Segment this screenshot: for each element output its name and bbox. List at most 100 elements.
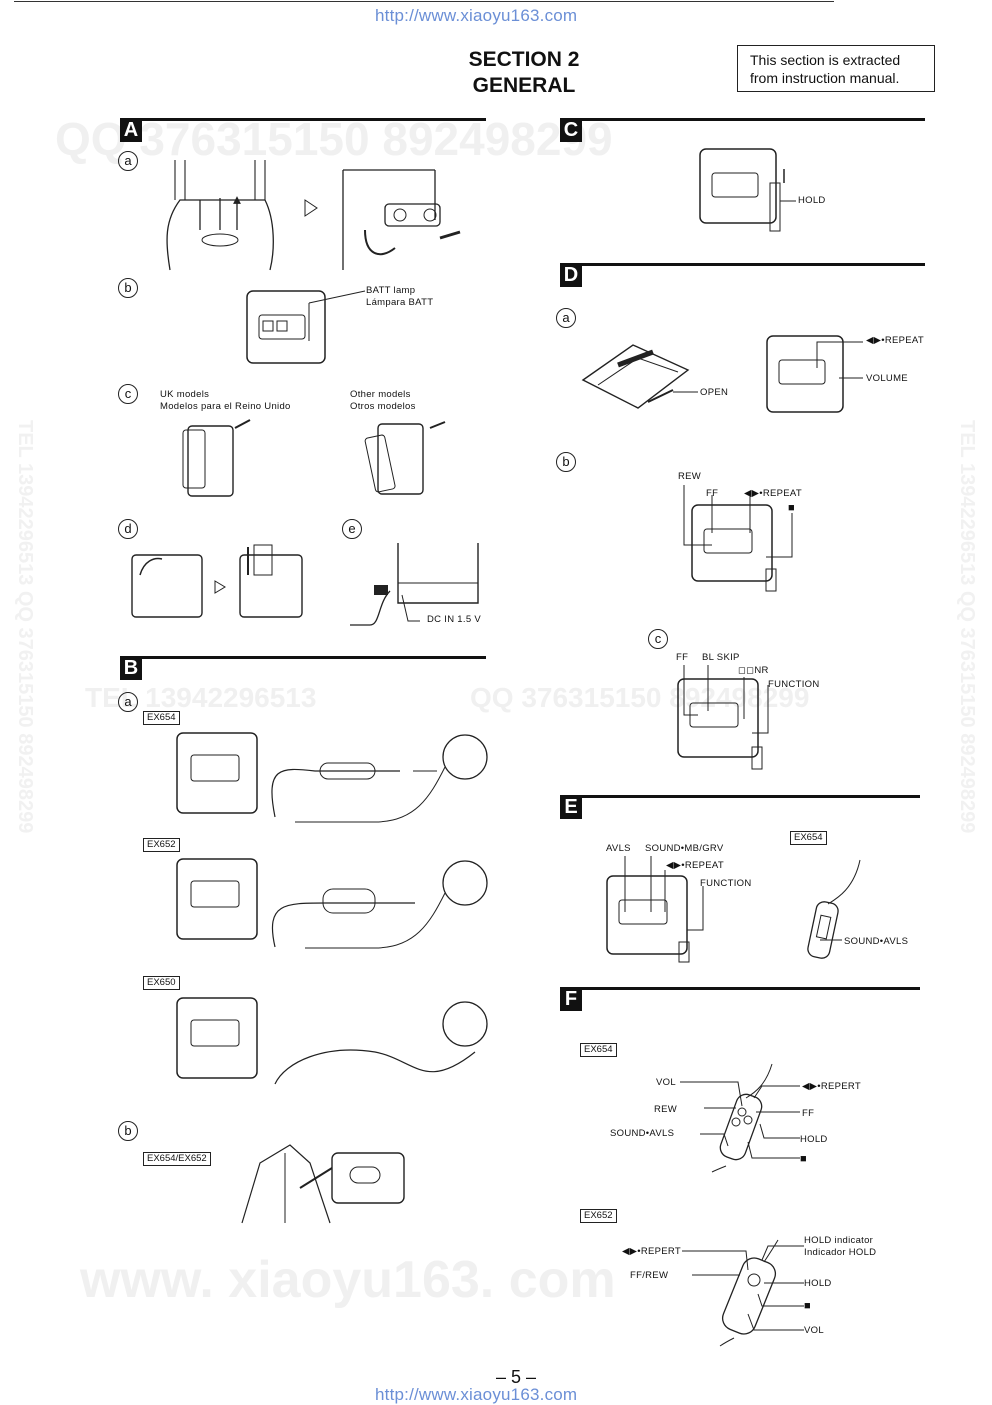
controls-player-illustration-b <box>678 485 796 593</box>
hold-indicator-label: HOLD indicator <box>804 1235 874 1246</box>
batt-lamp-label-es: Lámpara BATT <box>366 297 434 308</box>
dolby-nr-label: ◻◻NR <box>738 665 769 676</box>
watermark-www: www. xiaoyu163. com <box>80 1251 616 1309</box>
hold-label-f1: HOLD <box>800 1134 828 1145</box>
model-tag-ex652: EX652 <box>143 838 180 852</box>
hold-label: HOLD <box>798 195 826 206</box>
ex650-headphone-illustration <box>175 992 490 1097</box>
hold-player-illustration <box>698 143 798 235</box>
other-models-label-es: Otros modelos <box>350 401 416 412</box>
stop-label-f1: ■ <box>800 1153 807 1165</box>
sub-label-a-b: b <box>118 278 138 298</box>
watermark-vertical-right: TEL 13942296513 QQ 376315150 892498299 <box>956 420 978 834</box>
model-tag-f-ex652: EX652 <box>580 1209 617 1223</box>
ex654-headphone-illustration <box>175 727 490 827</box>
watermark-qq-top: QQ 376315150 892498299 <box>55 113 613 165</box>
ff-label-d-c: FF <box>676 652 689 663</box>
remote-illustration-f2 <box>682 1238 804 1346</box>
volume-label: VOLUME <box>866 373 908 384</box>
repeat-label-e: ◀▶•REPEAT <box>666 860 724 871</box>
section-badge-f: F <box>560 987 582 1011</box>
repert-label-f2: ◀▶•REPERT <box>622 1246 681 1257</box>
sub-label-b-b: b <box>118 1121 138 1141</box>
section-badge-c: C <box>560 118 582 142</box>
function-label-e: FUNCTION <box>700 878 752 889</box>
bl-skip-label: BL SKIP <box>702 652 740 663</box>
stop-label-f2: ■ <box>804 1300 811 1312</box>
watermark-qq-mid: QQ 376315150 892498299 <box>470 682 810 713</box>
watermark-vertical-left: TEL 13942296513 QQ 376315150 892498299 <box>14 420 36 834</box>
page-number: – 5 – <box>496 1367 537 1387</box>
ff-label-f1: FF <box>802 1108 815 1119</box>
section-title-line2: GENERAL <box>472 74 576 97</box>
section-title-line1: SECTION 2 <box>468 48 580 71</box>
sound-avls-player-illustration <box>605 856 705 964</box>
open-cassette-illustration <box>578 330 698 415</box>
batt-lamp-player-illustration <box>245 283 335 373</box>
sub-label-a-a: a <box>118 151 138 171</box>
section-badge-e: E <box>560 795 582 819</box>
vol-label-f1: VOL <box>656 1077 676 1088</box>
repeat-label-d-b: ◀▶•REPEAT <box>744 488 802 499</box>
section-rule-a <box>142 118 486 121</box>
model-tag-ex650: EX650 <box>143 976 180 990</box>
vol-label-f2: VOL <box>804 1325 824 1336</box>
dc-in-label: DC IN 1.5 V <box>427 614 481 625</box>
ff-rew-label: FF/REW <box>630 1270 669 1281</box>
note-line1: This section is extracted <box>750 52 901 68</box>
section-rule-e <box>582 795 920 798</box>
sound-avls-label-f1: SOUND•AVLS <box>610 1128 675 1139</box>
model-tag-e-ex654: EX654 <box>790 831 827 845</box>
repeat-volume-player-illustration <box>765 330 865 422</box>
hold-indicator-label-es: Indicador HOLD <box>804 1247 877 1258</box>
ff-label-d-b: FF <box>706 488 719 499</box>
sub-label-d-a: a <box>556 308 576 328</box>
section-rule-c <box>582 118 925 121</box>
section-badge-b: B <box>120 656 142 680</box>
rew-label-f1: REW <box>654 1104 678 1115</box>
sub-label-d-c: c <box>648 629 668 649</box>
repert-label-f1: ◀▶•REPERT <box>802 1081 861 1092</box>
top-url[interactable]: http://www.xiaoyu163.com <box>375 6 578 25</box>
repeat-label-d-a: ◀▶•REPEAT <box>866 335 924 346</box>
sound-mb-grv-label: SOUND•MB/GRV <box>645 843 724 854</box>
function-label-d-c: FUNCTION <box>768 679 820 690</box>
battery-insert-illustration <box>165 160 470 270</box>
section-rule-f <box>582 987 920 990</box>
avls-label: AVLS <box>606 843 631 854</box>
uk-models-label-es: Modelos para el Reino Unido <box>160 401 291 412</box>
stop-label-d-b: ■ <box>788 502 795 514</box>
batt-lamp-label: BATT lamp <box>366 285 416 296</box>
model-tag-ex654-ex652: EX654/EX652 <box>143 1152 211 1166</box>
battery-case-illustration <box>180 418 450 500</box>
sub-label-a-d: d <box>118 519 138 539</box>
sub-label-a-c: c <box>118 384 138 404</box>
controls-player-illustration-c <box>672 663 772 771</box>
model-tag-ex654: EX654 <box>143 711 180 725</box>
ex652-headphone-illustration <box>175 853 490 953</box>
sub-label-d-b: b <box>556 452 576 472</box>
section-badge-a: A <box>120 118 142 142</box>
bottom-url[interactable]: http://www.xiaoyu163.com <box>375 1385 578 1404</box>
note-line2: from instruction manual. <box>750 70 900 86</box>
clip-on-shirt-illustration <box>240 1143 410 1228</box>
section-badge-d: D <box>560 263 582 287</box>
dc-in-illustration <box>350 543 480 628</box>
model-tag-f-ex654: EX654 <box>580 1043 617 1057</box>
sub-label-b-a: a <box>118 692 138 712</box>
sound-avls-label-e: SOUND•AVLS <box>844 936 909 947</box>
section-rule-b <box>142 656 486 659</box>
uk-models-label: UK models <box>160 389 210 400</box>
section-title: SECTION 2 GENERAL <box>440 47 608 99</box>
battery-cover-illustration <box>130 545 305 620</box>
top-rule <box>14 1 834 2</box>
open-label: OPEN <box>700 387 729 398</box>
extract-note-box: This section is extracted from instructi… <box>737 45 935 92</box>
hold-label-f2: HOLD <box>804 1278 832 1289</box>
section-rule-d <box>582 263 925 266</box>
sub-label-a-e: e <box>342 519 362 539</box>
remote-illustration-e <box>798 858 868 963</box>
remote-illustration-f1 <box>676 1062 800 1172</box>
rew-label-d-b: REW <box>678 471 702 482</box>
other-models-label: Other models <box>350 389 411 400</box>
